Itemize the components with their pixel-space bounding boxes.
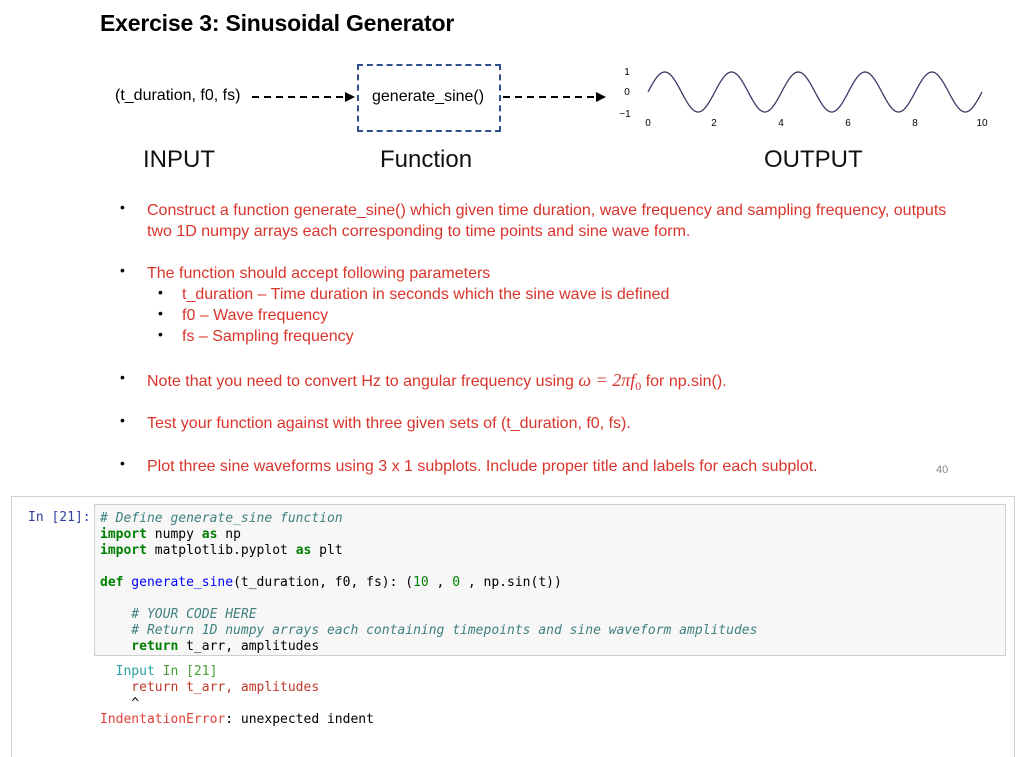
sub-bullet-dot: •	[158, 284, 163, 300]
output-sine-plot: 1 0 −1 0 2 4 6 8 10	[619, 67, 988, 129]
output-line-3: ^	[100, 696, 140, 711]
y-tick-label: 0	[624, 87, 630, 98]
bullet-2-sub-3: fs – Sampling frequency	[182, 328, 354, 345]
bullet-1-line-1: Construct a function generate_sine() whi…	[147, 202, 947, 219]
bullet-3-pre: Note that you need to convert Hz to angu…	[147, 373, 579, 390]
input-args-label: (t_duration, f0, fs)	[115, 87, 241, 104]
x-tick-label: 4	[778, 118, 784, 129]
bullet-dot: •	[120, 369, 125, 385]
sub-bullet-dot: •	[158, 326, 163, 342]
x-tick-label: 10	[976, 118, 988, 129]
bullet-dot: •	[120, 455, 125, 471]
slide-title: Exercise 3: Sinusoidal Generator	[100, 10, 455, 36]
output-line-2: return t_arr, amplitudes	[100, 680, 320, 695]
bullet-dot: •	[120, 199, 125, 215]
function-box	[357, 64, 501, 132]
bullet-3: Note that you need to convert Hz to angu…	[147, 370, 727, 397]
bullet-dot: •	[120, 412, 125, 428]
input-arrowhead	[345, 92, 355, 102]
code-line-7: # YOUR CODE HERE	[100, 607, 257, 622]
bullet-2-sub-2: f0 – Wave frequency	[182, 307, 329, 324]
output-heading: OUTPUT	[764, 146, 863, 173]
code-line-3: import matplotlib.pyplot as plt	[100, 543, 343, 558]
function-name-label: generate_sine()	[372, 88, 485, 105]
notebook-cell[interactable]	[11, 496, 1015, 757]
bullet-2-sub-1: t_duration – Time duration in seconds wh…	[182, 286, 670, 303]
code-line-5: def generate_sine(t_duration, f0, fs): (…	[100, 575, 562, 590]
output-arrowhead	[596, 92, 606, 102]
omega-formula-subscript: 0	[635, 379, 642, 394]
bullet-4: Test your function against with three gi…	[147, 415, 631, 432]
x-tick-label: 6	[845, 118, 851, 129]
function-heading: Function	[380, 146, 473, 173]
output-line-4: IndentationError: unexpected indent	[100, 712, 374, 727]
code-line-1: # Define generate_sine function	[100, 511, 343, 526]
cell-prompt: In [21]:	[28, 510, 91, 525]
bullet-dot: •	[120, 262, 125, 278]
bullet-3-post: for np.sin().	[641, 373, 727, 390]
y-tick-label: 1	[624, 67, 630, 78]
bullet-1-line-2: two 1D numpy arrays each corresponding t…	[147, 223, 691, 240]
code-line-2: import numpy as np	[100, 527, 241, 542]
input-heading: INPUT	[143, 146, 215, 173]
x-tick-label: 2	[711, 118, 717, 129]
bullet-2: The function should accept following par…	[147, 265, 491, 282]
y-tick-label: −1	[619, 109, 631, 120]
code-editor[interactable]: # Define generate_sine function import n…	[94, 504, 1006, 656]
code-line-9: return t_arr, amplitudes	[100, 639, 320, 654]
sub-bullet-dot: •	[158, 305, 163, 321]
x-tick-label: 8	[912, 118, 918, 129]
diagram-arrows	[252, 92, 606, 102]
page-number: 40	[936, 464, 949, 476]
slide: Exercise 3: Sinusoidal Generator (t_dura…	[100, 10, 988, 476]
code-line-8: # Return 1D numpy arrays each containing…	[100, 623, 758, 638]
omega-formula: ω = 2πf	[578, 370, 636, 390]
sine-wave	[647, 71, 983, 113]
bullet-5: Plot three sine waveforms using 3 x 1 su…	[147, 458, 818, 475]
x-tick-label: 0	[645, 118, 651, 129]
output-line-1: Input In [21]	[100, 664, 218, 679]
